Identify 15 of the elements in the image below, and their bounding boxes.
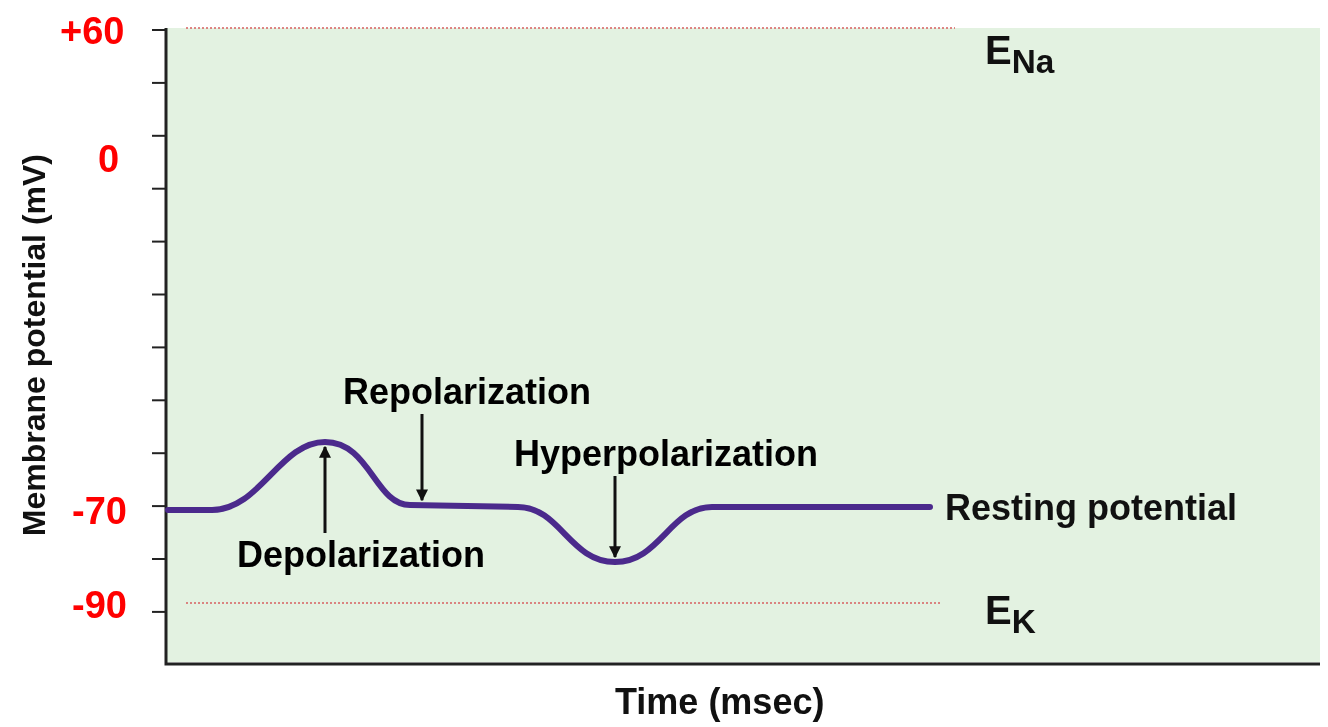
tick-label: +60 [60, 12, 125, 50]
equilibrium-potential-label: E$_{K}$ [985, 590, 1036, 639]
axis-title: Time (msec) [615, 684, 825, 720]
annotation-text: Hyperpolarization [514, 436, 819, 472]
leader-arrow [609, 476, 621, 559]
tick-label: -90 [72, 586, 127, 624]
annotation-text: Depolarization [237, 537, 486, 573]
tick-label: -70 [72, 492, 127, 530]
curve-label: Resting potential [945, 490, 1237, 526]
leader-arrow [416, 414, 428, 502]
tick-label: 0 [98, 140, 120, 178]
leader-arrow [319, 445, 331, 533]
annotation-text: Repolarization [343, 374, 592, 410]
axis-title: Membrane potential (mV) [18, 154, 50, 537]
equilibrium-potential-label: E$_{Na}$ [985, 30, 1055, 79]
